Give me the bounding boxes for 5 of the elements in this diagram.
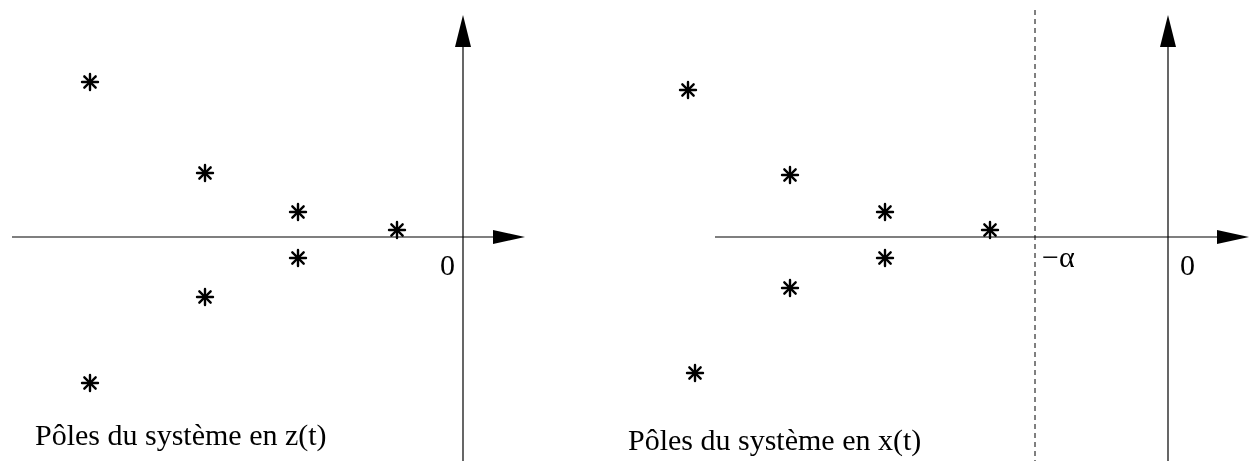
caption: Pôles du système en x(t) <box>628 423 922 457</box>
axis-label: −α <box>1042 240 1075 274</box>
caption: Pôles du système en z(t) <box>35 418 327 452</box>
origin-label: 0 <box>440 248 455 282</box>
origin-label: 0 <box>1180 248 1195 282</box>
